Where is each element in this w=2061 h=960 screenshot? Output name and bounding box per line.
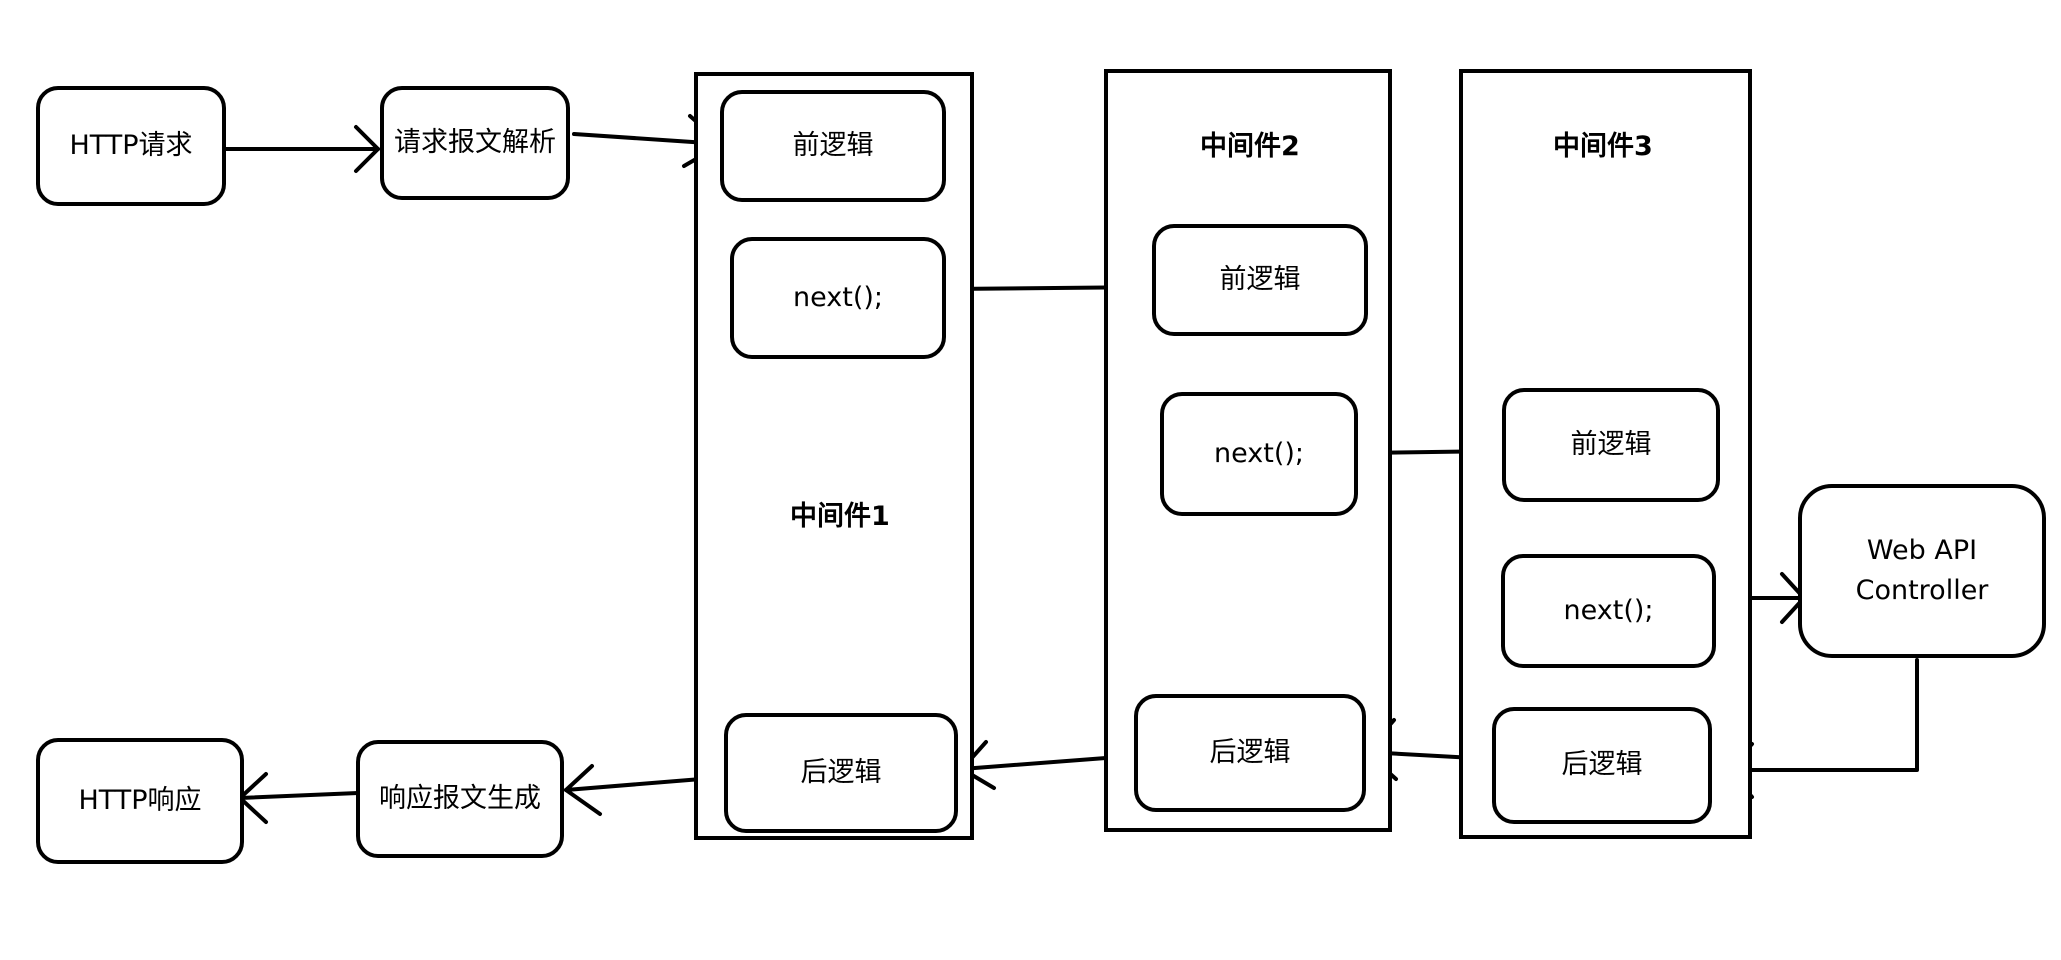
middleware-3-post-label: 后逻辑 xyxy=(1561,749,1643,781)
request-parse-label: 请求报文解析 xyxy=(394,126,556,158)
web-api-controller-box: Web API Controller xyxy=(1798,484,2046,658)
middleware-3-pre-logic: 前逻辑 xyxy=(1502,388,1720,502)
middleware-1-next-label: next(); xyxy=(793,281,883,313)
request-parse-box: 请求报文解析 xyxy=(380,86,570,200)
middleware-2-next: next(); xyxy=(1160,392,1358,516)
arrow-request-to-parse xyxy=(224,125,380,173)
arrow-controller-to-mw3-post xyxy=(1726,658,1919,799)
middleware-2-next-label: next(); xyxy=(1214,437,1304,469)
response-generate-box: 响应报文生成 xyxy=(356,740,564,858)
web-api-controller-label: Web API Controller xyxy=(1855,534,1989,607)
http-response-label: HTTP响应 xyxy=(78,784,202,816)
middleware-3-post-logic: 后逻辑 xyxy=(1492,707,1712,824)
middleware-2-title: 中间件2 xyxy=(1200,131,1300,162)
middleware-1-next: next(); xyxy=(730,237,946,359)
middleware-3-pre-label: 前逻辑 xyxy=(1570,428,1652,460)
http-request-box: HTTP请求 xyxy=(36,86,226,206)
middleware-1-post-logic: 后逻辑 xyxy=(724,713,958,833)
middleware-3-next: next(); xyxy=(1501,554,1716,668)
middleware-1-title: 中间件1 xyxy=(790,501,890,532)
middleware-1-pre-label: 前逻辑 xyxy=(792,129,874,161)
middleware-1-post-label: 后逻辑 xyxy=(800,756,882,788)
http-request-label: HTTP请求 xyxy=(69,129,193,161)
http-response-box: HTTP响应 xyxy=(36,738,244,864)
arrow-generate-to-response xyxy=(238,772,360,824)
middleware-3-title: 中间件3 xyxy=(1553,131,1653,162)
response-generate-label: 响应报文生成 xyxy=(379,782,541,814)
middleware-2-pre-logic: 前逻辑 xyxy=(1152,224,1368,336)
middleware-2-pre-label: 前逻辑 xyxy=(1219,263,1301,295)
middleware-2-post-label: 后逻辑 xyxy=(1209,736,1291,768)
middleware-2-post-logic: 后逻辑 xyxy=(1134,694,1366,812)
middleware-1-pre-logic: 前逻辑 xyxy=(720,90,946,202)
middleware-3-next-label: next(); xyxy=(1563,594,1654,626)
